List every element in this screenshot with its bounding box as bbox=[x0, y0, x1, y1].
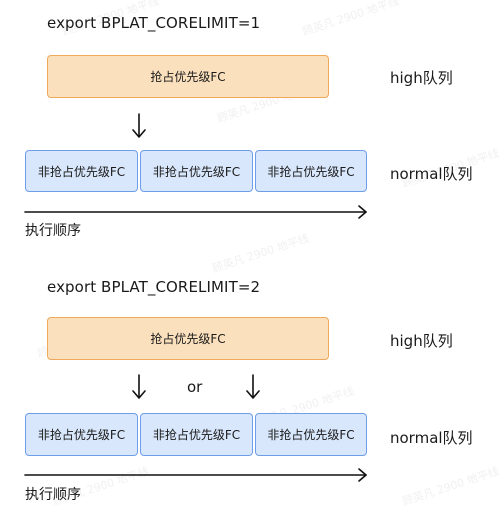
section2-high-box-label: 抢占优先级FC bbox=[150, 332, 226, 346]
section2-normal-box-2-label: 非抢占优先级FC bbox=[152, 428, 241, 442]
section2-normal-box-3: 非抢占优先级FC bbox=[255, 413, 367, 456]
section1-normal-box-1-label: 非抢占优先级FC bbox=[37, 164, 126, 179]
section2-down-arrow-right bbox=[246, 374, 260, 399]
section1-order-arrow bbox=[24, 205, 367, 219]
section1-order-label: 执行顺序 bbox=[25, 223, 81, 239]
watermark: 顾英凡 2900 地平线 bbox=[400, 464, 501, 509]
section2-high-box: 抢占优先级FC bbox=[47, 317, 329, 360]
section2-title: export BPLAT_CORELIMIT=2 bbox=[47, 278, 261, 296]
section1-normal-box-2-label: 非抢占优先级FC bbox=[152, 164, 241, 179]
section2-normal-box-2: 非抢占优先级FC bbox=[140, 413, 253, 456]
section1-normal-queue-label: normal队列 bbox=[390, 165, 473, 183]
section1-normal-box-1: 非抢占优先级FC bbox=[25, 150, 138, 192]
section1-normal-box-3-label: 非抢占优先级FC bbox=[267, 164, 355, 179]
watermark: 顾英凡 2900 地平线 bbox=[300, 0, 401, 39]
section1-high-box-label: 抢占优先级FC bbox=[150, 70, 226, 84]
section2-order-arrow bbox=[24, 468, 367, 482]
section1-high-queue-label: high队列 bbox=[390, 69, 453, 87]
section1-high-box: 抢占优先级FC bbox=[47, 55, 329, 98]
section2-down-arrow-left bbox=[132, 374, 146, 399]
section1-title: export BPLAT_CORELIMIT=1 bbox=[47, 14, 261, 32]
section2-normal-box-1: 非抢占优先级FC bbox=[25, 413, 138, 456]
section2-or-label: or bbox=[187, 378, 203, 396]
section2-normal-box-3-label: 非抢占优先级FC bbox=[267, 428, 355, 442]
section2-normal-queue-label: normal队列 bbox=[390, 429, 473, 447]
section2-normal-box-1-label: 非抢占优先级FC bbox=[37, 428, 126, 442]
section1-normal-box-3: 非抢占优先级FC bbox=[255, 150, 367, 192]
section2-order-label: 执行顺序 bbox=[25, 487, 81, 503]
watermark: 顾英凡 2900 地平线 bbox=[210, 231, 311, 276]
section1-normal-box-2: 非抢占优先级FC bbox=[140, 150, 253, 192]
section2-high-queue-label: high队列 bbox=[390, 332, 453, 350]
section1-down-arrow bbox=[132, 113, 146, 138]
